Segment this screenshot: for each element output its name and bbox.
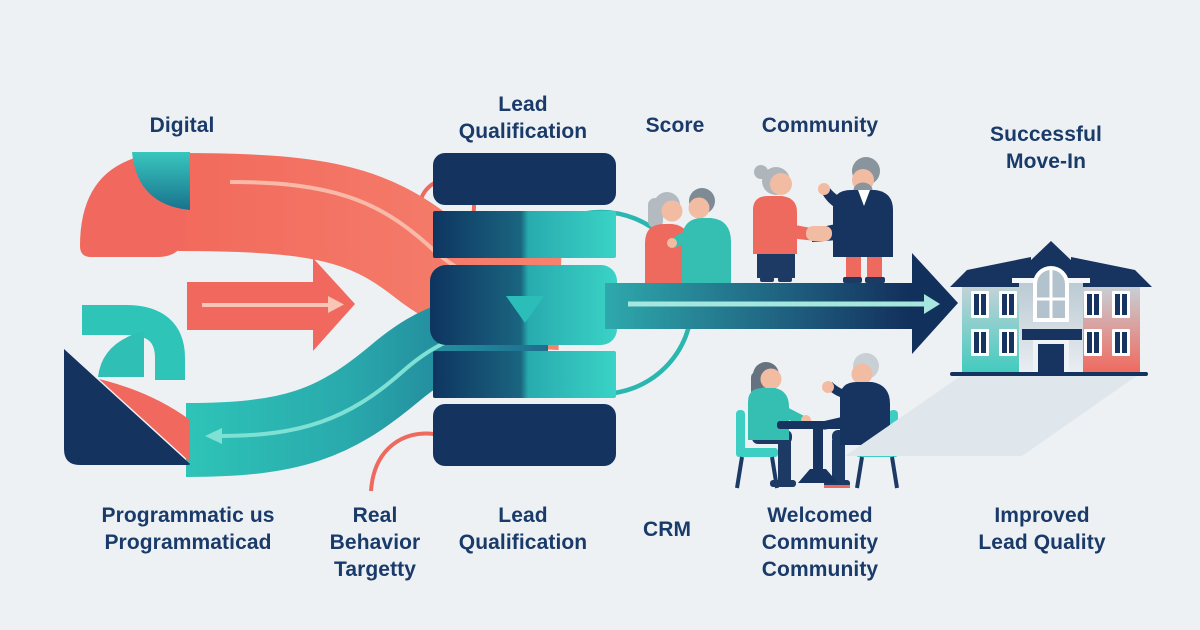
man-pants: [867, 253, 882, 279]
table-top: [777, 421, 859, 429]
teal-small-wedge: [98, 331, 144, 377]
man-raised-hand: [818, 183, 830, 195]
woman-shoe: [760, 277, 774, 282]
building-shadow: [845, 375, 1138, 456]
handshake-hands: [806, 226, 832, 241]
lead-database-stack: [430, 153, 617, 466]
door-lintel: [1022, 329, 1082, 340]
digital-ad-shapes: [64, 152, 355, 465]
man-hand: [667, 238, 677, 248]
man-body: [840, 382, 890, 445]
man-shoe: [865, 277, 885, 283]
man-body: [682, 218, 731, 283]
handshake-illustration: [753, 157, 893, 283]
stage-label-lead-qual-bottom: Lead Qualification: [458, 504, 588, 554]
navy-triangle: [64, 349, 190, 465]
woman-face: [770, 173, 792, 195]
db-band-4: [433, 351, 616, 398]
man-shirt: [858, 190, 870, 206]
woman-arm: [777, 404, 806, 426]
stage-label-score: Score: [645, 114, 705, 137]
woman-face: [661, 200, 683, 222]
table-base: [798, 469, 838, 483]
coral-wedge: [99, 379, 190, 462]
flow-arrowhead-icon: [924, 294, 940, 314]
man-shoe: [843, 277, 862, 283]
man-face: [688, 197, 710, 219]
wing-windows: [971, 291, 1130, 356]
left-chair-back: [736, 410, 745, 456]
woman-shin: [778, 440, 791, 482]
db-band-bottom: [433, 404, 616, 466]
man-gesture-arm: [827, 382, 856, 400]
man-shin: [832, 440, 845, 482]
woman-body: [753, 196, 797, 254]
consultation-table-illustration: [735, 353, 899, 489]
gable-roof: [1008, 241, 1094, 282]
stage-label-programmatic: Programmatic us Programmaticad: [101, 504, 275, 554]
standing-couple-illustration: [645, 188, 731, 283]
stage-label-welcomed-community: Welcomed Community Community: [761, 504, 879, 581]
left-chair-seat: [736, 448, 778, 457]
stage-label-lead-qualification: Lead Qualification: [458, 93, 588, 143]
teal-elbow-band: [82, 305, 185, 380]
man-gesture-hand: [822, 381, 834, 393]
stage-label-crm: CRM: [642, 518, 692, 541]
man-raised-arm: [822, 187, 852, 212]
woman-shoe: [778, 277, 792, 282]
man-arm: [671, 230, 702, 248]
man-face: [851, 363, 873, 385]
retarget-arrowhead-icon: [205, 428, 222, 444]
right-chair-legs: [855, 456, 899, 489]
red-arrowhead-icon: [328, 296, 344, 313]
ground-line: [950, 372, 1148, 376]
man-shoe-sole: [824, 485, 850, 488]
stage-label-community: Community: [761, 114, 879, 137]
community-building-illustration: [845, 241, 1152, 456]
stage-label-real-behavior: Real Behavior Targetty: [329, 504, 421, 581]
stage-label-digital: Digital: [149, 114, 215, 137]
arched-window-mullions: [1037, 270, 1065, 318]
woman-shoe: [770, 480, 796, 487]
stage-label-successful-move-in: Successful Move-In: [990, 123, 1102, 173]
stage-label-improved-quality: Improved Lead Quality: [978, 504, 1106, 554]
red-callout-curve: [369, 431, 435, 492]
woman-face: [760, 368, 782, 390]
teal-quarter-disc: [132, 152, 190, 210]
table-column: [813, 429, 823, 479]
db-band-top: [433, 153, 616, 205]
funnel-triangle-icon: [506, 296, 544, 323]
right-wing-wall: [1074, 285, 1140, 373]
man-pants: [846, 253, 861, 279]
main-flow-arrow: [605, 253, 958, 354]
db-band-2: [433, 211, 616, 258]
door: [1038, 344, 1064, 373]
woman-skirt: [757, 250, 795, 278]
